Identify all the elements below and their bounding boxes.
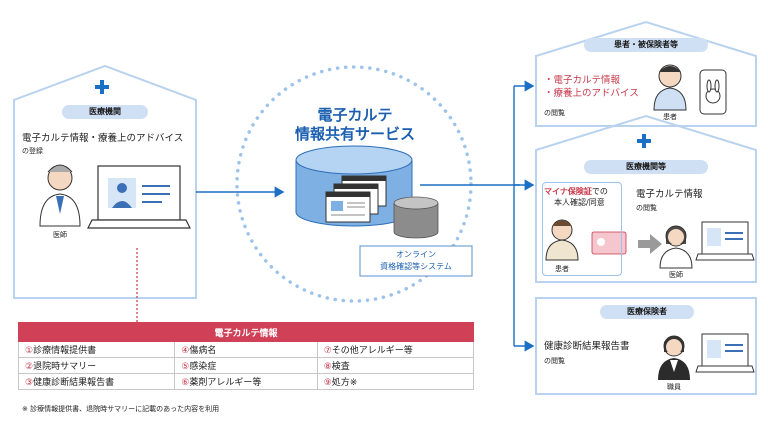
item-text: 退院時サマリー xyxy=(33,362,97,372)
left-house-outline xyxy=(13,64,197,299)
patient-illustration xyxy=(653,64,727,115)
item-text: 感染症 xyxy=(189,362,217,372)
table-cell: ⑦その他アレルギー等 xyxy=(316,341,475,358)
mynumber-line1: マイナ保険証での xyxy=(544,186,608,197)
insurers-box-outline xyxy=(535,297,757,395)
patients-item1: ・電子カルテ情報 xyxy=(544,75,621,86)
item-number: ③ xyxy=(25,378,34,388)
doctor-label: 医師 xyxy=(53,231,67,239)
patient-illustration-2 xyxy=(545,219,579,261)
left-subheading: の登録 xyxy=(22,147,43,155)
service-title-line1: 電子カルテ xyxy=(317,106,393,124)
institutions-house-outline xyxy=(535,114,757,283)
footnote: ※ 診療情報提供書、退院時サマリーに記載のあった内容を利用 xyxy=(22,405,220,413)
item-number: ⑨ xyxy=(323,378,332,388)
service-title-line2: 情報共有サービス xyxy=(294,125,415,143)
item-number: ⑤ xyxy=(181,362,190,372)
insurers-heading: 健康診断結果報告書 xyxy=(544,341,630,352)
item-number: ② xyxy=(25,362,34,372)
item-text: 処方※ xyxy=(331,378,358,388)
item-text: 傷病名 xyxy=(189,346,217,356)
item-number: ④ xyxy=(181,346,190,356)
table-cell: ④傷病名 xyxy=(174,341,318,358)
patients-pill: 患者・被保険者等 xyxy=(584,38,708,52)
medical-institution-pill: 医療機関 xyxy=(62,105,148,119)
mynumber-highlight: マイナ保険証 xyxy=(544,187,592,196)
doctor-label-2: 医師 xyxy=(669,271,683,279)
item-text: 検査 xyxy=(331,362,350,372)
item-number: ⑧ xyxy=(323,362,332,372)
institutions-pill: 医療機関等 xyxy=(584,160,708,174)
insurers-pill: 医療保険者 xyxy=(600,305,694,319)
patients-item2: ・療養上のアドバイス xyxy=(544,88,639,99)
item-number: ① xyxy=(25,346,34,356)
laptop-icon-3 xyxy=(695,333,755,373)
patients-house-outline xyxy=(535,20,757,127)
online-system-label-1: オンライン xyxy=(396,250,436,259)
online-system-box xyxy=(359,245,473,277)
doctor-illustration xyxy=(39,164,81,227)
emr-table-header: 電子カルテ情報 xyxy=(18,322,474,342)
table-cell: ①診療情報提供書 xyxy=(17,341,176,358)
doctor-illustration-2 xyxy=(659,225,693,269)
table-row: ③健康診断結果報告書 ⑥薬剤アレルギー等 ⑨処方※ xyxy=(17,373,475,390)
table-cell: ⑥薬剤アレルギー等 xyxy=(174,373,318,390)
item-text: 診療情報提供書 xyxy=(33,346,97,356)
table-cell: ⑨処方※ xyxy=(316,373,475,390)
documents-icon xyxy=(325,175,387,223)
staff-label: 職員 xyxy=(667,383,681,391)
item-text: その他アレルギー等 xyxy=(331,346,413,356)
laptop-icon-2 xyxy=(695,221,755,261)
item-text: 健康診断結果報告書 xyxy=(33,378,115,388)
mynumber-suffix: での xyxy=(591,187,608,196)
table-cell: ⑤感染症 xyxy=(174,357,318,374)
institutions-heading: 電子カルテ情報 xyxy=(636,189,703,200)
table-row: ②退院時サマリー ⑤感染症 ⑧検査 xyxy=(17,357,475,374)
online-database-icon xyxy=(393,196,439,239)
staff-illustration xyxy=(658,335,690,380)
patient-label: 患者 xyxy=(663,113,677,121)
table-row: ①診療情報提供書 ④傷病名 ⑦その他アレルギー等 xyxy=(17,341,475,358)
service-dotted-circle xyxy=(235,65,473,303)
patients-sub: の閲覧 xyxy=(544,109,565,117)
item-text: 薬剤アレルギー等 xyxy=(189,378,262,388)
medical-cross-icon xyxy=(95,80,109,94)
left-heading: 電子カルテ情報・療養上のアドバイス xyxy=(22,133,184,144)
verification-box xyxy=(542,182,622,276)
laptop-icon xyxy=(87,165,191,229)
gray-arrow-icon xyxy=(638,234,662,254)
table-cell: ③健康診断結果報告書 xyxy=(17,373,176,390)
online-system-label-2: 資格確認等システム xyxy=(380,262,452,271)
item-number: ⑥ xyxy=(181,378,190,388)
emr-table: 電子カルテ情報 ①診療情報提供書 ④傷病名 ⑦その他アレルギー等 ②退院時サマリ… xyxy=(17,322,475,390)
mynumber-card-icon xyxy=(591,231,627,255)
item-number: ⑦ xyxy=(323,346,332,356)
patient-label-2: 患者 xyxy=(555,265,569,273)
insurers-sub: の閲覧 xyxy=(544,357,565,365)
medical-cross-icon xyxy=(637,134,651,148)
institutions-sub: の閲覧 xyxy=(636,204,657,212)
mynumber-line2: 本人確認/同意 xyxy=(554,198,605,207)
table-cell: ⑧検査 xyxy=(316,357,475,374)
table-cell: ②退院時サマリー xyxy=(17,357,176,374)
